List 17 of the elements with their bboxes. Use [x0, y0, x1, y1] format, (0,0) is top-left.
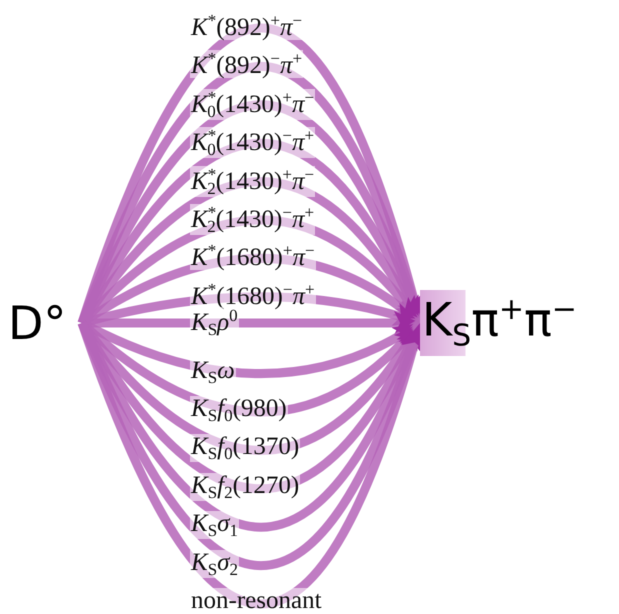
edge-label: K$_{S}$f$_{2}$(1270) [190, 472, 300, 501]
edge-label: K$_{S}$ω [190, 358, 236, 386]
edge-label: K$_{S}$ρ$^{0}$ [190, 307, 239, 338]
edge-label: K$^{*}$$_{0}$(1430)$^{+}$π$^{−}$ [190, 88, 316, 120]
edge-label: K$^{*}$(892)$^{−}$π$^{+}$ [190, 50, 304, 78]
edge-label: K$^{*}$(892)$^{+}$π$^{−}$ [190, 12, 304, 40]
edge-label: K$^{*}$(1680)$^{−}$π$^{+}$ [190, 280, 316, 309]
particle-label: D° [8, 300, 66, 346]
edge-label: K$^{*}$$_{2}$(1430)$^{+}$π$^{−}$ [190, 166, 316, 197]
edge-label: K$_{S}$σ$_{1}$ [190, 511, 239, 540]
edge-label: K$^{*}$(1680)$^{+}$π$^{−}$ [190, 242, 316, 270]
edge-label: K$_{S}$σ$_{2}$ [190, 550, 239, 578]
edge-label: K$_{S}$f$_{0}$(1370) [190, 434, 300, 462]
edge-label: K$_{S}$f$_{0}$(980) [190, 396, 288, 424]
edge-label: K$^{*}$$_{0}$(1430)$^{−}$π$^{+}$ [190, 127, 316, 158]
edge-label: K$^{*}$$_{2}$(1430)$^{−}$π$^{+}$ [190, 204, 316, 235]
final-state-label: K$_{S}$π$^{+}$π$^{−}$ [422, 294, 577, 352]
